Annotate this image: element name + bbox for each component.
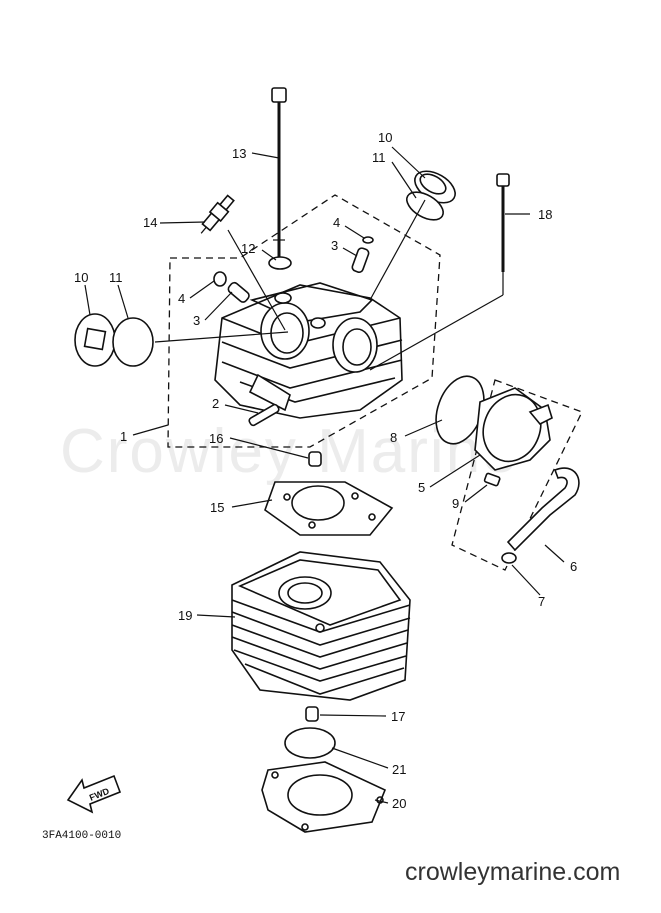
callout-3-right: 3	[331, 238, 338, 253]
callout-17: 17	[391, 709, 405, 724]
callout-10-right: 10	[378, 130, 392, 145]
part-19-cylinder	[231, 551, 411, 701]
part-9-bolt	[483, 472, 501, 487]
callout-19: 19	[178, 608, 192, 623]
part-4-clip-left	[213, 271, 227, 287]
leader-lines	[84, 146, 565, 804]
site-url: crowleymarine.com	[405, 858, 620, 886]
part-14-spark-plug	[200, 194, 235, 234]
part-12-washer	[268, 256, 292, 270]
fwd-arrow-icon: FWD	[66, 774, 122, 814]
cylinder-head-assembly-box	[167, 194, 441, 448]
part-11-oring-right	[406, 191, 444, 221]
callout-5: 5	[418, 480, 425, 495]
callout-18: 18	[538, 207, 552, 222]
part-13-bolt	[271, 87, 287, 258]
callout-1: 1	[120, 429, 127, 444]
part-5-cover	[474, 387, 553, 471]
callout-2: 2	[212, 396, 219, 411]
part-21-oring	[284, 727, 336, 759]
callout-9: 9	[452, 496, 459, 511]
callout-21: 21	[392, 762, 406, 777]
callout-7: 7	[538, 594, 545, 609]
callout-4-right: 4	[333, 215, 340, 230]
part-3-guide-right	[351, 247, 370, 274]
part-4-clip-right	[362, 236, 374, 244]
part-17-dowel	[305, 706, 319, 722]
callout-16: 16	[209, 431, 223, 446]
part-1-cylinder-head	[214, 282, 403, 419]
callout-8: 8	[390, 430, 397, 445]
callout-6: 6	[570, 559, 577, 574]
cover-assembly-box	[451, 379, 583, 571]
callout-11-right: 11	[372, 150, 386, 165]
callout-11-left: 11	[109, 270, 123, 285]
part-20-base-gasket	[261, 761, 387, 833]
part-15-head-gasket	[264, 481, 394, 536]
part-16-dowel	[308, 451, 322, 467]
part-2-stud-bolt	[248, 403, 280, 427]
part-18-bolt	[496, 173, 510, 272]
callout-20: 20	[392, 796, 406, 811]
part-6-hose	[506, 467, 580, 552]
part-11-oring-left	[112, 317, 154, 367]
part-10-cap-left	[74, 313, 116, 367]
part-3-guide-left	[227, 281, 250, 303]
callout-13: 13	[232, 146, 246, 161]
callout-3-left: 3	[193, 313, 200, 328]
callout-14: 14	[143, 215, 157, 230]
part-7-clamp	[501, 552, 517, 564]
callout-10-left: 10	[74, 270, 88, 285]
callout-12: 12	[241, 241, 255, 256]
diagram-code: 3FA4100-0010	[42, 830, 121, 842]
callout-15: 15	[210, 500, 224, 515]
callouts: 13 14 12 10 11 4 3 18 4 3 10 11 2 1 16 1…	[74, 130, 577, 811]
callout-4-left: 4	[178, 291, 185, 306]
